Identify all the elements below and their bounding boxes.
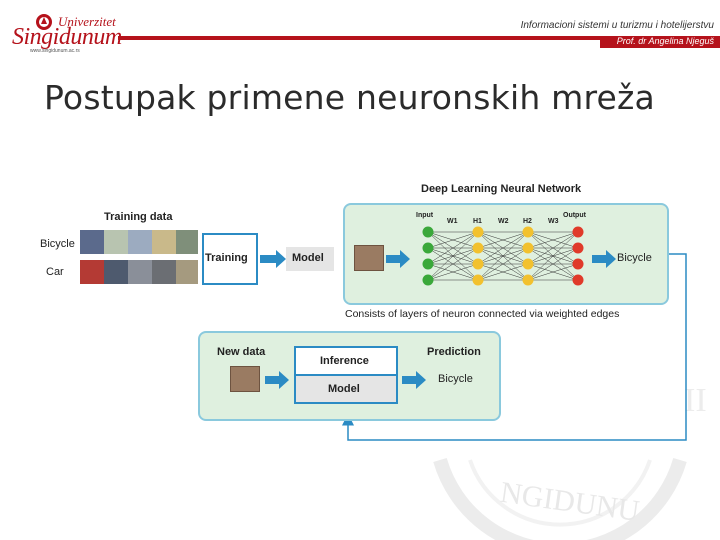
layer-label-input: Input	[416, 212, 434, 219]
output-neurons	[572, 226, 584, 286]
output-bicycle-label: Bicycle	[617, 252, 652, 264]
neuron-layers	[422, 226, 584, 286]
bicycle-photo-5	[176, 230, 198, 254]
car-photo-4	[152, 260, 176, 284]
inference-divider	[296, 374, 396, 376]
arrow-training-to-model-icon	[260, 250, 286, 268]
prediction-value: Bicycle	[438, 373, 473, 385]
car-photo-3	[128, 260, 152, 284]
header-divider	[118, 36, 720, 40]
arrow-to-output-icon	[592, 250, 616, 268]
training-image-grid	[80, 230, 198, 290]
logo-url-text: www.singidunum.ac.rs	[30, 48, 80, 54]
author-name: Prof. dr Angelina Njeguš	[616, 36, 714, 46]
arrow-into-network-icon	[386, 250, 410, 268]
training-step-label: Training	[205, 252, 248, 264]
prediction-label: Prediction	[427, 346, 481, 358]
neural-network-panel	[343, 203, 669, 305]
new-data-bicycle-image	[230, 366, 260, 392]
car-photo-1	[80, 260, 104, 284]
inference-label: Inference	[320, 355, 369, 367]
training-data-label: Training data	[104, 211, 173, 223]
logo-university-text: Univerzitet	[58, 14, 116, 29]
input-bicycle-image	[354, 245, 384, 271]
watermark-side-mark: II	[684, 382, 707, 419]
network-title: Deep Learning Neural Network	[421, 183, 582, 195]
bicycle-photo-1	[80, 230, 104, 254]
inference-model-box	[296, 376, 396, 402]
arrow-new-data-icon	[265, 371, 289, 389]
new-data-label: New data	[217, 346, 266, 358]
bicycle-photo-4	[152, 230, 176, 254]
inference-model-label: Model	[328, 383, 360, 395]
bicycle-photo-2	[104, 230, 128, 254]
hidden-layer-2-neurons	[522, 226, 534, 286]
university-logo	[36, 14, 52, 30]
car-photo-2	[104, 260, 128, 284]
arrow-to-prediction-icon	[402, 371, 426, 389]
layer-label-w2: W2	[498, 218, 509, 225]
course-title: Informacioni sistemi u turizmu i hotelij…	[520, 20, 714, 31]
logo-name-text: Singidunum	[12, 24, 122, 50]
hidden-layer-1-neurons	[472, 226, 484, 286]
layer-label-w3: W3	[548, 218, 559, 225]
model-box	[286, 247, 334, 271]
layer-label-output: Output	[563, 212, 586, 219]
input-neurons	[422, 226, 434, 286]
bicycle-class-label: Bicycle	[40, 238, 75, 250]
car-photo-5	[176, 260, 198, 284]
watermark-seal: NGIDUNU	[433, 458, 687, 540]
layer-label-w1: W1	[447, 218, 458, 225]
layer-label-h2: H2	[523, 218, 532, 225]
header-author-bar	[600, 36, 720, 48]
layer-label-h1: H1	[473, 218, 482, 225]
training-box	[202, 233, 258, 285]
network-caption: Consists of layers of neuron connected v…	[345, 308, 620, 320]
model-label: Model	[292, 252, 324, 264]
car-class-label: Car	[46, 266, 64, 278]
bicycle-photo-3	[128, 230, 152, 254]
slide-title: Postupak primene neuronskih mreža	[44, 78, 655, 117]
weighted-edges	[427, 231, 579, 281]
